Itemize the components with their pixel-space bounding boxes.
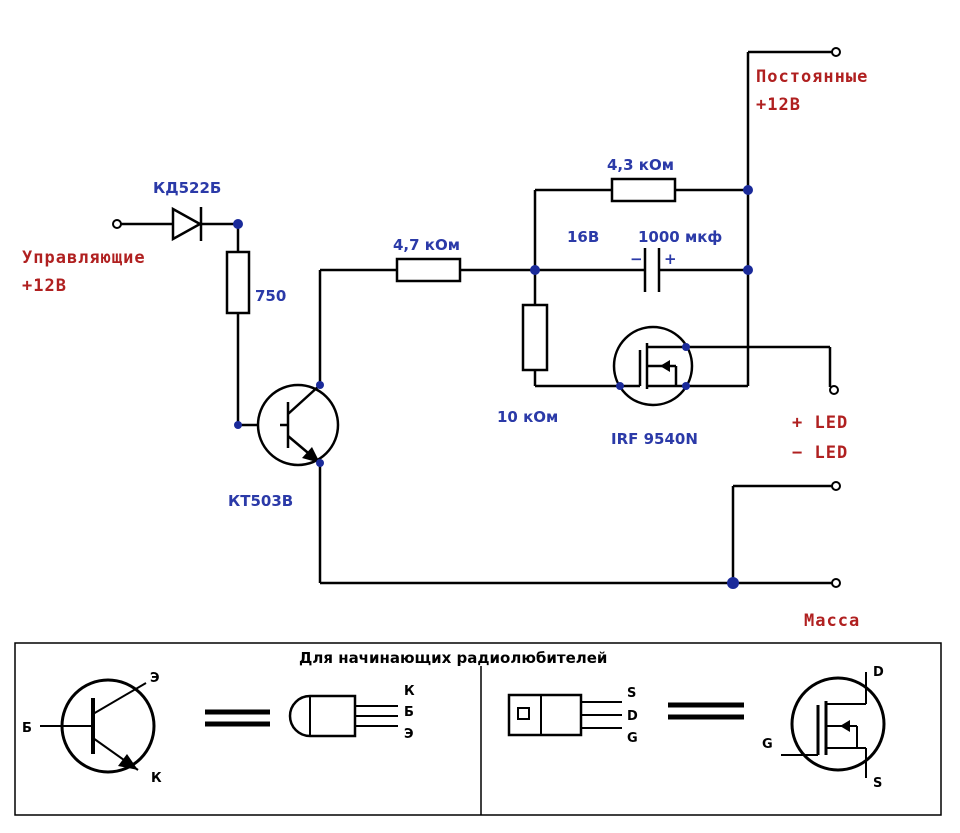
- legend-to92-e-label: Э: [404, 727, 414, 742]
- resistor-4k7-label: 4,7 кОм: [393, 236, 460, 254]
- capacitor-plus-label: +: [664, 250, 677, 268]
- resistor-4k7: [395, 257, 462, 283]
- constant-12v-terminal: [831, 47, 841, 57]
- capacitor-minus-label: −: [630, 250, 643, 268]
- constant-voltage-label: +12В: [756, 95, 801, 115]
- wires: [117, 50, 832, 585]
- diode-label: КД522Б: [153, 179, 221, 197]
- legend-equals-2: [668, 702, 744, 720]
- node-dots: [233, 185, 753, 589]
- legend-bjt-symbol: Э Б К: [22, 671, 162, 786]
- legend-to220-package: S D G: [507, 686, 638, 746]
- ground-label: Масса: [804, 611, 860, 631]
- legend-to92-package: К Б Э: [288, 684, 415, 742]
- legend-to92-k-label: К: [404, 684, 415, 699]
- mosfet-irf9540n: [612, 325, 694, 407]
- legend-bjt-base-label: Б: [22, 721, 32, 736]
- legend-equals-1: [205, 709, 270, 727]
- capacitor-1000uf: [643, 248, 661, 292]
- resistor-4k3-label: 4,3 кОм: [607, 156, 674, 174]
- transistor-label: КТ503В: [228, 492, 293, 510]
- transistor-kt503v: [256, 383, 340, 467]
- diode-kd522b: [171, 206, 203, 242]
- resistor-10k-label: 10 кОм: [497, 408, 558, 426]
- constant-supply-label: Постоянные: [756, 67, 868, 87]
- control-input-label: Управляющие: [22, 248, 146, 268]
- led-plus-terminal: [829, 385, 839, 395]
- legend-title: Для начинающих радиолюбителей: [299, 649, 607, 667]
- legend-to92-b-label: Б: [404, 705, 414, 720]
- led-plus-label: + LED: [792, 413, 848, 433]
- capacitor-value-label: 1000 мкф: [638, 228, 722, 246]
- ground-terminal: [831, 578, 841, 588]
- resistor-4k3: [610, 177, 677, 203]
- capacitor-voltage-label: 16В: [567, 228, 599, 246]
- led-minus-terminal: [831, 481, 841, 491]
- legend-mosfet-g-label: G: [762, 737, 773, 752]
- legend-mosfet-d-label: D: [873, 665, 884, 680]
- terminals: [112, 47, 841, 588]
- legend-bjt-collector-label: К: [151, 771, 162, 786]
- legend-to220-s-label: S: [627, 686, 636, 701]
- legend-mosfet-s-label: S: [873, 776, 882, 791]
- resistor-750: [225, 250, 251, 315]
- legend-bjt-emitter-label: Э: [150, 671, 160, 686]
- mosfet-label: IRF 9540N: [611, 430, 698, 448]
- legend-to220-d-label: D: [627, 709, 638, 724]
- control-input-terminal: [112, 219, 122, 229]
- legend-mosfet-symbol: D G S: [762, 665, 886, 791]
- legend-box: Для начинающих радиолюбителей Э Б К К: [14, 642, 942, 816]
- legend-to220-g-label: G: [627, 731, 638, 746]
- control-voltage-label: +12В: [22, 276, 67, 296]
- resistor-10k: [521, 303, 549, 372]
- led-minus-label: − LED: [792, 443, 848, 463]
- resistor-750-label: 750: [255, 287, 286, 305]
